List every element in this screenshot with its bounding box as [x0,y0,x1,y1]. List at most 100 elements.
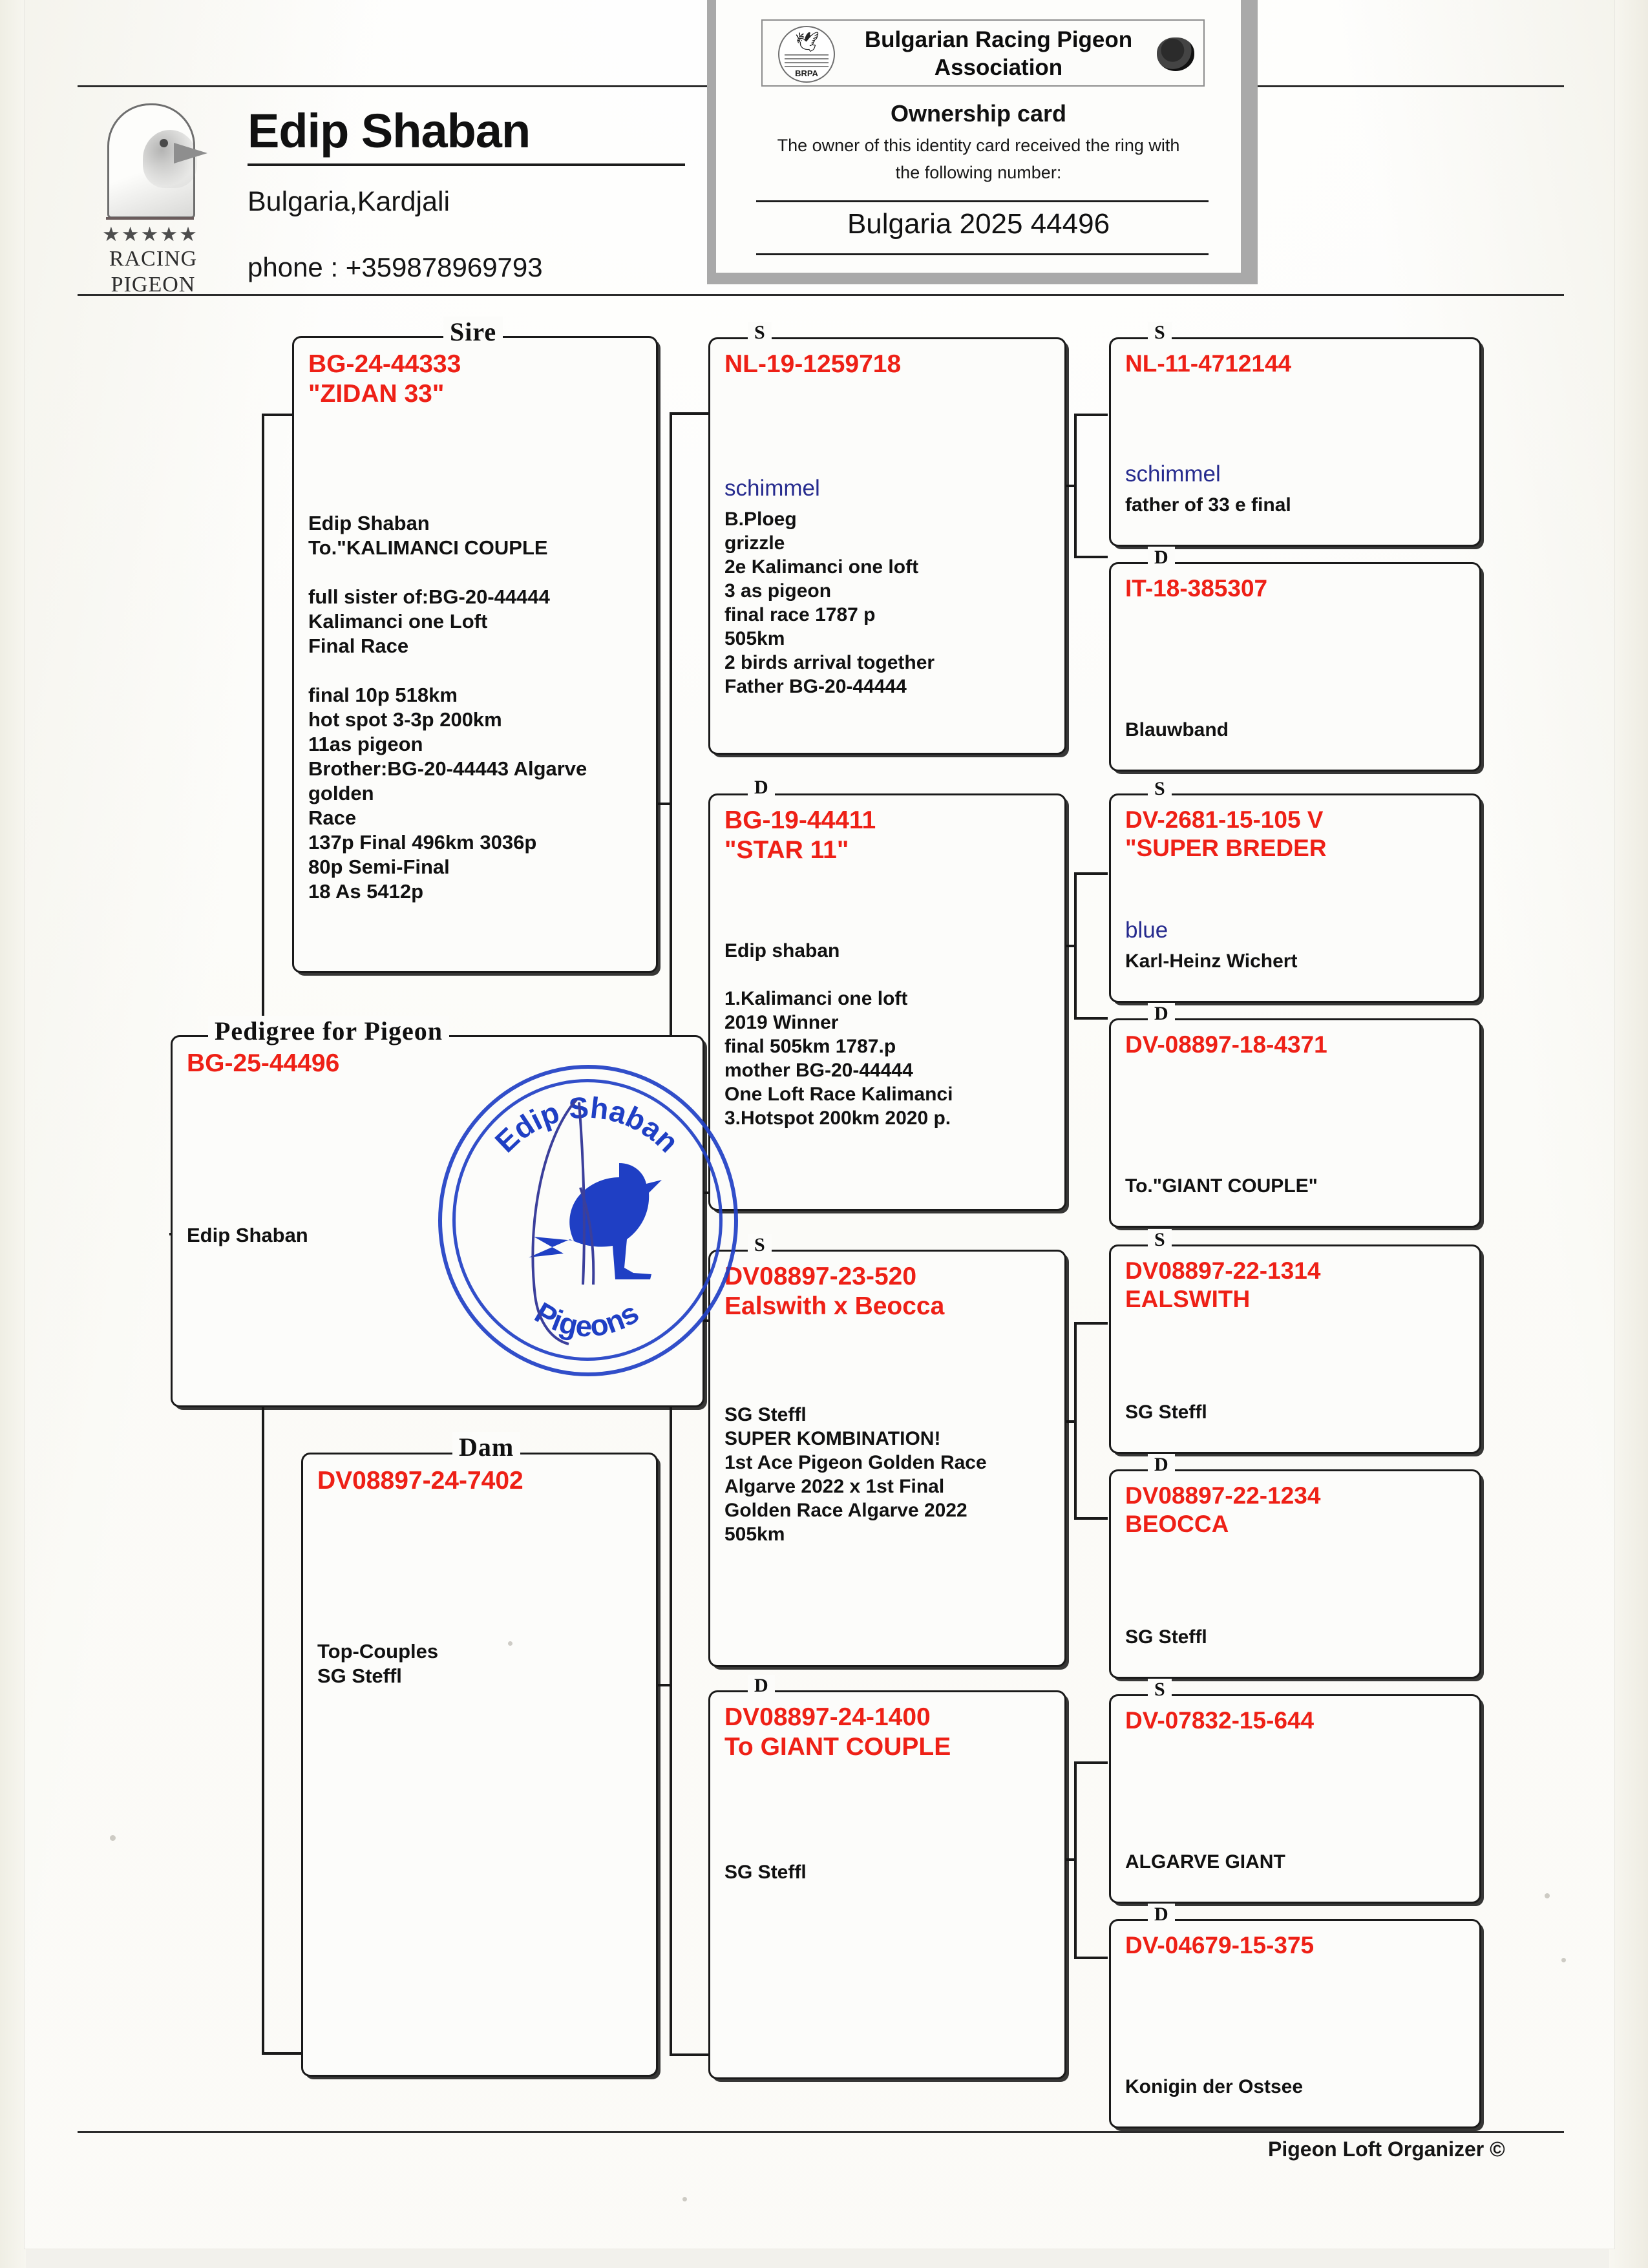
gen3-box-1[interactable]: IT-18-385307 Blauwband [1109,562,1481,772]
gen3-4-caption: S [1148,1229,1172,1251]
gen2-2-notes: SG Steffl SUPER KOMBINATION! 1st Ace Pig… [724,1404,987,1545]
gen3-5-caption: D [1148,1454,1175,1476]
gen2-box-0[interactable]: NL-19-1259718 schimmel B.Ploeg grizzle 2… [708,337,1066,755]
gen3-box-0[interactable]: NL-11-4712144 schimmel father of 33 e fi… [1109,337,1481,547]
gen3-box-7[interactable]: DV-04679-15-375 Konigin der Ostsee [1109,1919,1481,2128]
subject-caption: Pedigree for Pigeon [208,1016,449,1046]
gen2-box-2[interactable]: DV08897-23-520 Ealswith x Beocca SG Stef… [708,1250,1066,1667]
connector-g2c-vertical [1074,1322,1077,1520]
racing-pigeon-logo: ★★★★★ RACING PIGEON [89,103,212,297]
gen3-5-ring: DV08897-22-1234 BEOCCA [1125,1482,1321,1537]
logo-word-racing: RACING [109,247,198,271]
paper-speck [1561,1958,1566,1962]
gen3-box-6[interactable]: DV-07832-15-644 ALGARVE GIANT [1109,1694,1481,1904]
brpa-abbreviation: BRPA [795,68,818,78]
ownership-card-line2: the following number: [895,163,1062,182]
connector-sire-stub [646,803,672,805]
gen3-7-notes: Konigin der Ostsee [1125,2076,1304,2097]
gen3-5-notes: SG Steffl [1125,1626,1207,1648]
connector-g2c-to-g3e [1074,1322,1108,1325]
subject-ring: BG-25-44496 [187,1049,340,1077]
gen3-box-5[interactable]: DV08897-22-1234 BEOCCA SG Steffl [1109,1469,1481,1679]
connector-g2a-to-g3b [1074,556,1108,558]
subject-box[interactable]: BG-25-44496 Edip Shaban [171,1035,704,1407]
connector-g2d-vertical [1074,1761,1077,1959]
pigeon-eye-icon [160,139,168,147]
owner-location: Bulgaria,Kardjali [248,186,450,217]
gen3-1-ring: IT-18-385307 [1125,575,1268,602]
pigeon-beak-icon [174,143,207,163]
gen3-3-notes: To."GIANT COUPLE" [1125,1175,1318,1197]
connector-g2a-vertical [1074,414,1077,558]
gen2-0-caption: S [748,322,772,344]
subject-notes: Edip Shaban [187,1224,308,1246]
association-banner: 🕊 BRPA Bulgarian Racing Pigeon Associati… [761,19,1205,87]
gen3-3-ring: DV-08897-18-4371 [1125,1031,1327,1058]
gen2-2-caption: S [748,1234,772,1256]
ownership-card-title: Ownership card [890,100,1067,127]
ring-number-rule-bottom [756,253,1209,255]
dam-box[interactable]: DV08897-24-7402 Top-Couples SG Steffl [301,1453,658,2077]
connector-g2c-to-g3f [1074,1517,1108,1520]
sire-notes: Edip Shaban To."KALIMANCI COUPLE full si… [308,512,587,903]
gen3-3-caption: D [1148,1003,1175,1025]
logo-word-pigeon: PIGEON [111,273,196,297]
gen3-2-ring: DV-2681-15-105 V "SUPER BREDER [1125,806,1327,861]
brpa-seal-text-lines [785,54,829,67]
connector-subject-to-sire [262,414,308,416]
gen2-0-notes: B.Ploeg grizzle 2e Kalimanci one loft 3 … [724,509,935,697]
sire-box[interactable]: BG-24-44333 "ZIDAN 33" Edip Shaban To."K… [292,336,658,973]
gen2-3-ring: DV08897-24-1400 To GIANT COUPLE [724,1703,951,1761]
brpa-bird-glyph: 🕊 [795,32,820,53]
gen3-6-ring: DV-07832-15-644 [1125,1707,1315,1734]
connector-g2b-to-g3c [1074,872,1108,875]
gen3-box-4[interactable]: DV08897-22-1314 EALSWITH SG Steffl [1109,1244,1481,1454]
paper-speck [1545,1893,1550,1898]
connector-sire-to-g2a [670,412,708,415]
association-emblem-icon [1157,37,1194,71]
dam-notes: Top-Couples SG Steffl [317,1640,439,1687]
gen2-box-1[interactable]: BG-19-44411 "STAR 11" Edip shaban 1.Kali… [708,793,1066,1211]
owner-name-underline [248,163,685,166]
connector-g2b-to-g3d [1074,1017,1108,1020]
gen2-1-ring: BG-19-44411 "STAR 11" [724,806,876,864]
gen3-2-notes: Karl-Heinz Wichert [1125,950,1298,972]
gen2-1-notes: Edip shaban 1.Kalimanci one loft 2019 Wi… [724,940,953,1129]
connector-g2a-to-g3a [1074,414,1108,416]
header-bottom-rule [78,294,1564,296]
paper-speck [508,1641,512,1646]
sire-ring: BG-24-44333 "ZIDAN 33" [308,350,461,408]
gen2-3-caption: D [748,1675,775,1697]
gen2-box-3[interactable]: DV08897-24-1400 To GIANT COUPLE SG Steff… [708,1690,1066,2079]
gen3-2-color-note: blue [1125,918,1168,943]
connector-dam-to-g2d [670,2053,708,2056]
ownership-card-line1: The owner of this identity card received… [777,136,1180,155]
five-stars-icon: ★★★★★ [102,223,198,246]
connector-dam-vertical [670,1319,672,2056]
gen3-7-ring: DV-04679-15-375 [1125,1932,1315,1958]
ring-number: Bulgaria 2025 44496 [847,208,1110,240]
gen3-6-caption: S [1148,1679,1172,1701]
logo-divider [106,217,194,220]
gen3-box-2[interactable]: DV-2681-15-105 V "SUPER BREDER blue Karl… [1109,793,1481,1003]
gen3-4-ring: DV08897-22-1314 EALSWITH [1125,1257,1321,1312]
page-edge-left [0,0,26,2268]
connector-g2b-vertical [1074,872,1077,1020]
pigeon-head-icon [107,103,207,218]
connector-g2d-to-g3h [1074,1957,1108,1959]
sire-caption: Sire [443,317,503,347]
gen2-0-color-note: schimmel [724,476,820,501]
connector-subject-to-dam [262,2052,308,2055]
owner-name: Edip Shaban [248,104,531,158]
footer-credit: Pigeon Loft Organizer © [1268,2137,1505,2161]
brpa-seal-icon: 🕊 BRPA [778,26,835,83]
gen2-2-ring: DV08897-23-520 Ealswith x Beocca [724,1263,945,1320]
association-title: Bulgarian Racing Pigeon Association [864,27,1133,80]
paper-speck [682,2197,687,2201]
gen2-0-ring: NL-19-1259718 [724,350,902,378]
gen3-box-3[interactable]: DV-08897-18-4371 To."GIANT COUPLE" [1109,1018,1481,1228]
gen3-1-caption: D [1148,547,1175,569]
owner-phone: phone : +359878969793 [248,252,543,282]
gen3-0-caption: S [1148,322,1172,344]
gen3-6-notes: ALGARVE GIANT [1125,1851,1285,1873]
